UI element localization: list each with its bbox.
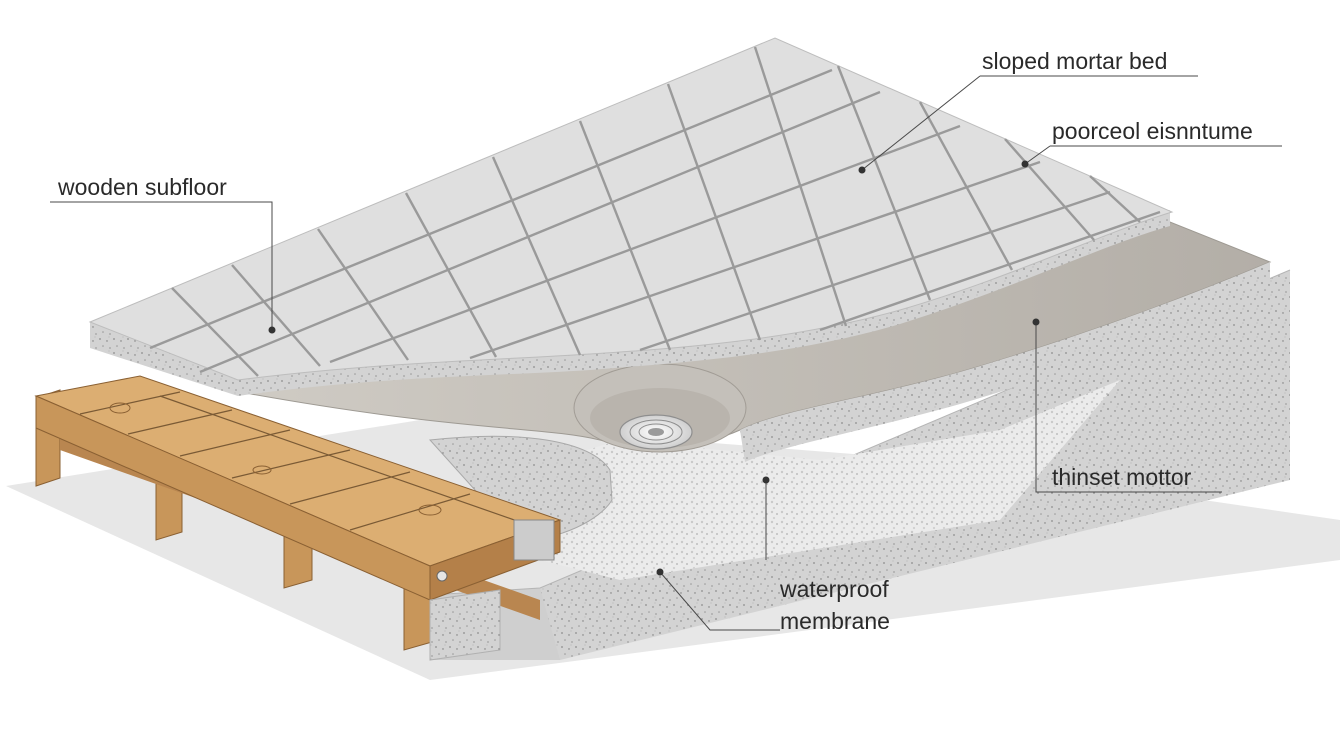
label-thinset-mortar: thinset mottor — [1052, 464, 1192, 490]
mortar-bed-thickness — [740, 262, 1270, 462]
wooden-subfloor — [34, 375, 562, 651]
callout-leaders — [50, 75, 1282, 631]
label-waterproof-membrane-line1: waterproof — [780, 576, 889, 602]
tile-bed-thickness — [90, 210, 1170, 396]
tile-grout-lines — [149, 46, 1161, 377]
label-sloped-mortar-bed: sloped mortar bed — [982, 48, 1168, 74]
bolt-icon — [436, 570, 448, 582]
mesh-membrane-patch — [513, 519, 555, 561]
gravel-fill — [520, 380, 1120, 580]
concrete-curb — [429, 589, 501, 661]
label-porcelain-tile: poorceol eisnntume — [1052, 118, 1253, 144]
label-waterproof-membrane-line2: membrane — [780, 608, 890, 634]
label-wooden-subfloor: wooden subfloor — [58, 174, 227, 200]
porcelain-tile-surface — [88, 37, 1174, 381]
drain-grate-icon — [619, 414, 693, 450]
